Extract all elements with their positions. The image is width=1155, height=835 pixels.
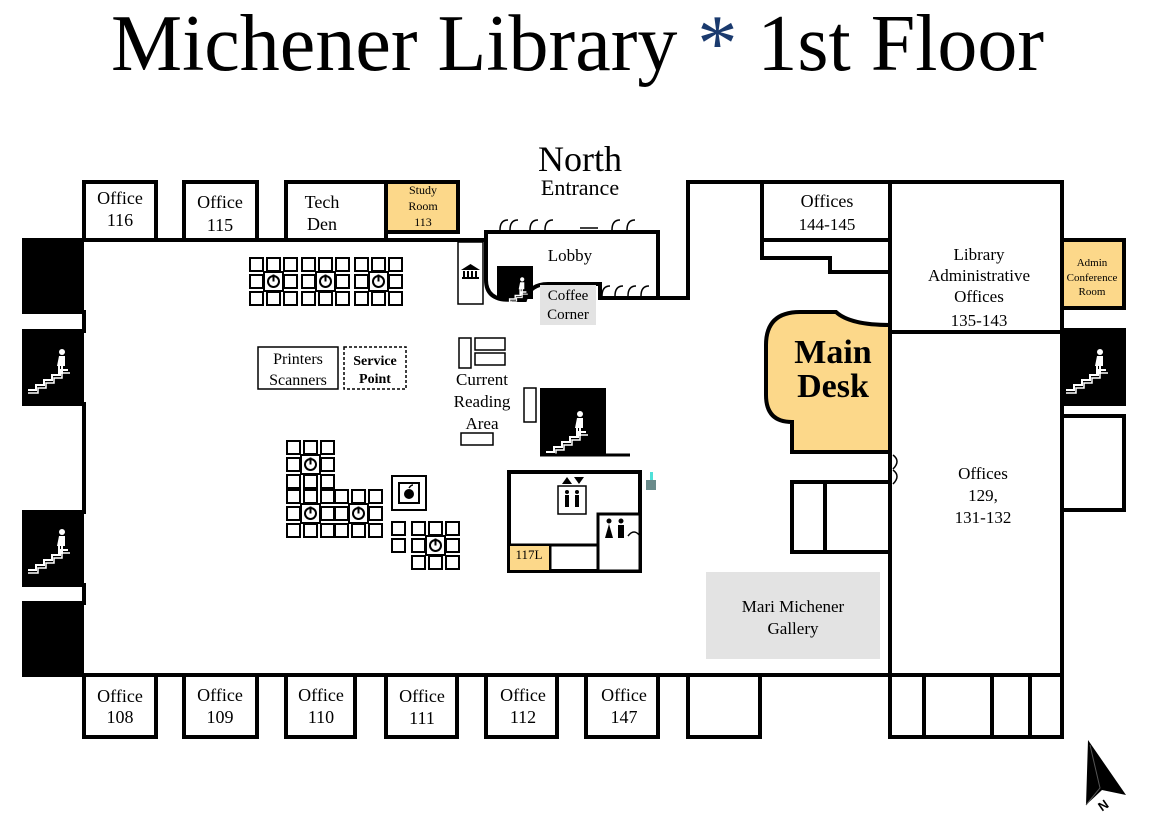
office-147-number: 147: [611, 707, 638, 727]
office-112-number: 112: [510, 707, 536, 727]
admin-conf-label-2: Conference: [1067, 272, 1118, 284]
lobby-stair: [497, 266, 533, 299]
office-147-label: Office: [601, 685, 647, 705]
office-109-label: Office: [197, 685, 243, 705]
mari-michener-gallery[interactable]: [706, 572, 880, 659]
west-stair-block-bottom: [24, 603, 84, 675]
main-desk-label-1: Main: [794, 334, 872, 371]
scanners-label: Scanners: [269, 372, 327, 389]
service-point-label-2: Point: [359, 372, 391, 387]
central-stair: [540, 388, 606, 454]
printers-scanners[interactable]: [257, 346, 339, 390]
room-117l[interactable]: [510, 546, 549, 570]
lobby-label: Lobby: [548, 246, 593, 265]
office-110-label: Office: [298, 685, 344, 705]
office-116-label: Office: [97, 188, 143, 208]
page-title: Michener Library * 1st Floor: [110, 0, 1045, 88]
gallery-label-2: Gallery: [768, 619, 819, 638]
office-115-number: 115: [207, 215, 233, 235]
water-fountain-icon: [646, 472, 656, 490]
study-room-113[interactable]: [384, 180, 460, 234]
tech-den-label-1: Tech: [305, 192, 340, 212]
west-stair-2: [24, 512, 84, 585]
offices-144-number: 144-145: [799, 215, 856, 234]
east-stair: [1062, 331, 1124, 404]
offices-129-label-2: 129,: [968, 486, 998, 505]
mac-station: [391, 475, 427, 511]
west-stair-block-top: [24, 240, 84, 312]
main-desk[interactable]: [764, 310, 892, 454]
study-room-label-1: Study: [409, 183, 437, 197]
entrance-label-2: Entrance: [541, 175, 619, 200]
north-arrow-label: N: [1095, 797, 1111, 815]
printers-label: Printers: [273, 351, 323, 368]
restroom-icon: [605, 518, 641, 538]
bank-icon: [461, 264, 480, 279]
gallery-label-1: Mari Michener: [742, 597, 845, 616]
offices-144-label: Offices: [801, 191, 854, 211]
main-desk-label-2: Desk: [797, 368, 869, 405]
admin-offices-label-4: 135-143: [951, 311, 1008, 330]
current-reading-label-1: Current: [456, 370, 508, 389]
office-112-label: Office: [500, 685, 546, 705]
coffee-label-1: Coffee: [548, 288, 589, 304]
office-116-number: 116: [107, 210, 133, 230]
west-stair-1: [24, 331, 84, 404]
service-point-label-1: Service: [353, 354, 397, 369]
study-room-label-2: Room: [408, 199, 438, 213]
admin-conf-label-3: Room: [1079, 286, 1106, 298]
office-108-number: 108: [107, 707, 134, 727]
coffee-label-2: Corner: [547, 307, 589, 323]
elevator-icon: [557, 477, 587, 515]
study-room-label-3: 113: [414, 215, 432, 229]
office-115-label: Office: [197, 192, 243, 212]
entrance-label-1: North: [538, 139, 622, 179]
office-110-number: 110: [308, 707, 334, 727]
tech-den-label-2: Den: [307, 214, 337, 234]
admin-offices-label-1: Library: [954, 245, 1005, 264]
offices-129-label-3: 131-132: [955, 508, 1012, 527]
north-arrow-icon: [1085, 740, 1126, 806]
current-reading-label-2: Reading: [454, 392, 511, 411]
admin-conf-label-1: Admin: [1077, 257, 1108, 269]
admin-offices-label-3: Offices: [954, 287, 1004, 306]
room-117l-label: 117L: [516, 547, 543, 562]
offices-129-label-1: Offices: [958, 464, 1008, 483]
current-reading-label-3: Area: [465, 414, 498, 433]
admin-conference-room[interactable]: [1060, 238, 1126, 310]
office-111-label: Office: [399, 686, 445, 706]
service-point[interactable]: [343, 346, 407, 390]
office-108-label: Office: [97, 686, 143, 706]
office-109-number: 109: [207, 707, 234, 727]
admin-offices-label-2: Administrative: [928, 266, 1030, 285]
office-111-number: 111: [409, 708, 435, 728]
coffee-corner: [540, 285, 596, 325]
